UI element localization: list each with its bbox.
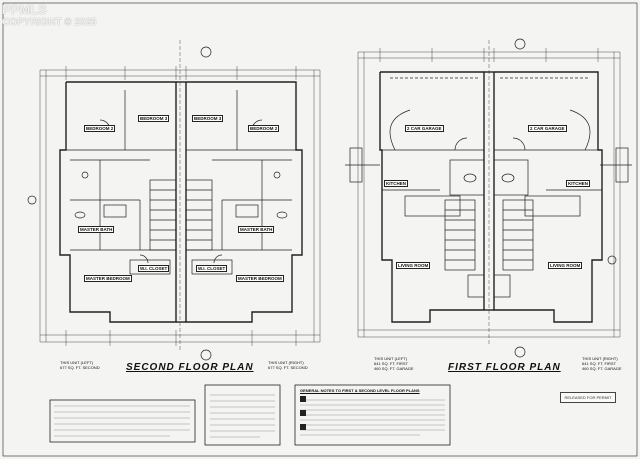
unit-label: THIS UNIT (RIGHT) bbox=[268, 360, 304, 365]
room-closet-left: W.I. CLOSET bbox=[138, 265, 170, 272]
room-bedroom2-right: BEDROOM 2 bbox=[248, 125, 280, 132]
room-master-bath-right: MASTER BATH bbox=[238, 226, 275, 233]
watermark-copyright: COPYRIGHT © 2025 bbox=[2, 17, 97, 28]
room-closet-right: W.I. CLOSET bbox=[196, 265, 228, 272]
unit-floor: SECOND bbox=[82, 365, 100, 370]
unit-floor: GARAGE bbox=[604, 366, 622, 371]
unit-floor: SECOND bbox=[290, 365, 308, 370]
first-floor-title: FIRST FLOOR PLAN bbox=[448, 362, 561, 373]
unit-area: 677 SQ. FT. bbox=[268, 365, 290, 370]
unit-area: 641 SQ. FT. bbox=[374, 361, 396, 366]
unit-floor: FIRST bbox=[396, 361, 409, 366]
room-garage-right: 2 CAR GARAGE bbox=[528, 125, 567, 132]
room-living-left: LIVING ROOM bbox=[396, 262, 431, 269]
room-kitchen-right: KITCHEN bbox=[566, 180, 590, 187]
first-floor-plan bbox=[379, 71, 603, 323]
unit-area: 677 SQ. FT. bbox=[60, 365, 82, 370]
unit-area: 460 SQ. FT. bbox=[374, 366, 396, 371]
ppmls-watermark: PPMLS COPYRIGHT © 2025 bbox=[2, 2, 97, 28]
first-right-unit-area: THIS UNIT (RIGHT) 641 SQ. FT. FIRST 460 … bbox=[582, 356, 622, 371]
room-bedroom3-left: BEDROOM 3 bbox=[138, 115, 170, 122]
permit-stamp-text: RELEASED FOR PERMIT bbox=[564, 395, 612, 400]
unit-floor: FIRST bbox=[604, 361, 617, 366]
unit-area: 641 SQ. FT. bbox=[582, 361, 604, 366]
room-kitchen-left: KITCHEN bbox=[384, 180, 408, 187]
second-right-unit-area: THIS UNIT (RIGHT) 677 SQ. FT. SECOND bbox=[268, 360, 308, 370]
room-master-bedroom-left: MASTER BEDROOM bbox=[84, 275, 132, 282]
unit-label: THIS UNIT (LEFT) bbox=[374, 356, 408, 361]
unit-area: 460 SQ. FT. bbox=[582, 366, 604, 371]
room-master-bath-left: MASTER BATH bbox=[78, 226, 115, 233]
second-floor-plan bbox=[59, 81, 303, 323]
unit-label: THIS UNIT (LEFT) bbox=[60, 360, 94, 365]
first-left-unit-area: THIS UNIT (LEFT) 641 SQ. FT. FIRST 460 S… bbox=[374, 356, 414, 371]
room-master-bedroom-right: MASTER BEDROOM bbox=[236, 275, 284, 282]
permit-stamp: RELEASED FOR PERMIT bbox=[560, 392, 616, 403]
room-garage-left: 2 CAR GARAGE bbox=[405, 125, 444, 132]
room-living-right: LIVING ROOM bbox=[548, 262, 583, 269]
general-notes-title: GENERAL NOTES TO FIRST & SECOND LEVEL FL… bbox=[300, 388, 420, 393]
unit-floor: GARAGE bbox=[396, 366, 414, 371]
second-left-unit-area: THIS UNIT (LEFT) 677 SQ. FT. SECOND bbox=[60, 360, 100, 370]
watermark-brand: PPMLS bbox=[2, 2, 47, 17]
room-bedroom3-right: BEDROOM 3 bbox=[192, 115, 224, 122]
room-bedroom2-left: BEDROOM 2 bbox=[84, 125, 116, 132]
second-floor-title: SECOND FLOOR PLAN bbox=[126, 362, 254, 373]
unit-label: THIS UNIT (RIGHT) bbox=[582, 356, 618, 361]
